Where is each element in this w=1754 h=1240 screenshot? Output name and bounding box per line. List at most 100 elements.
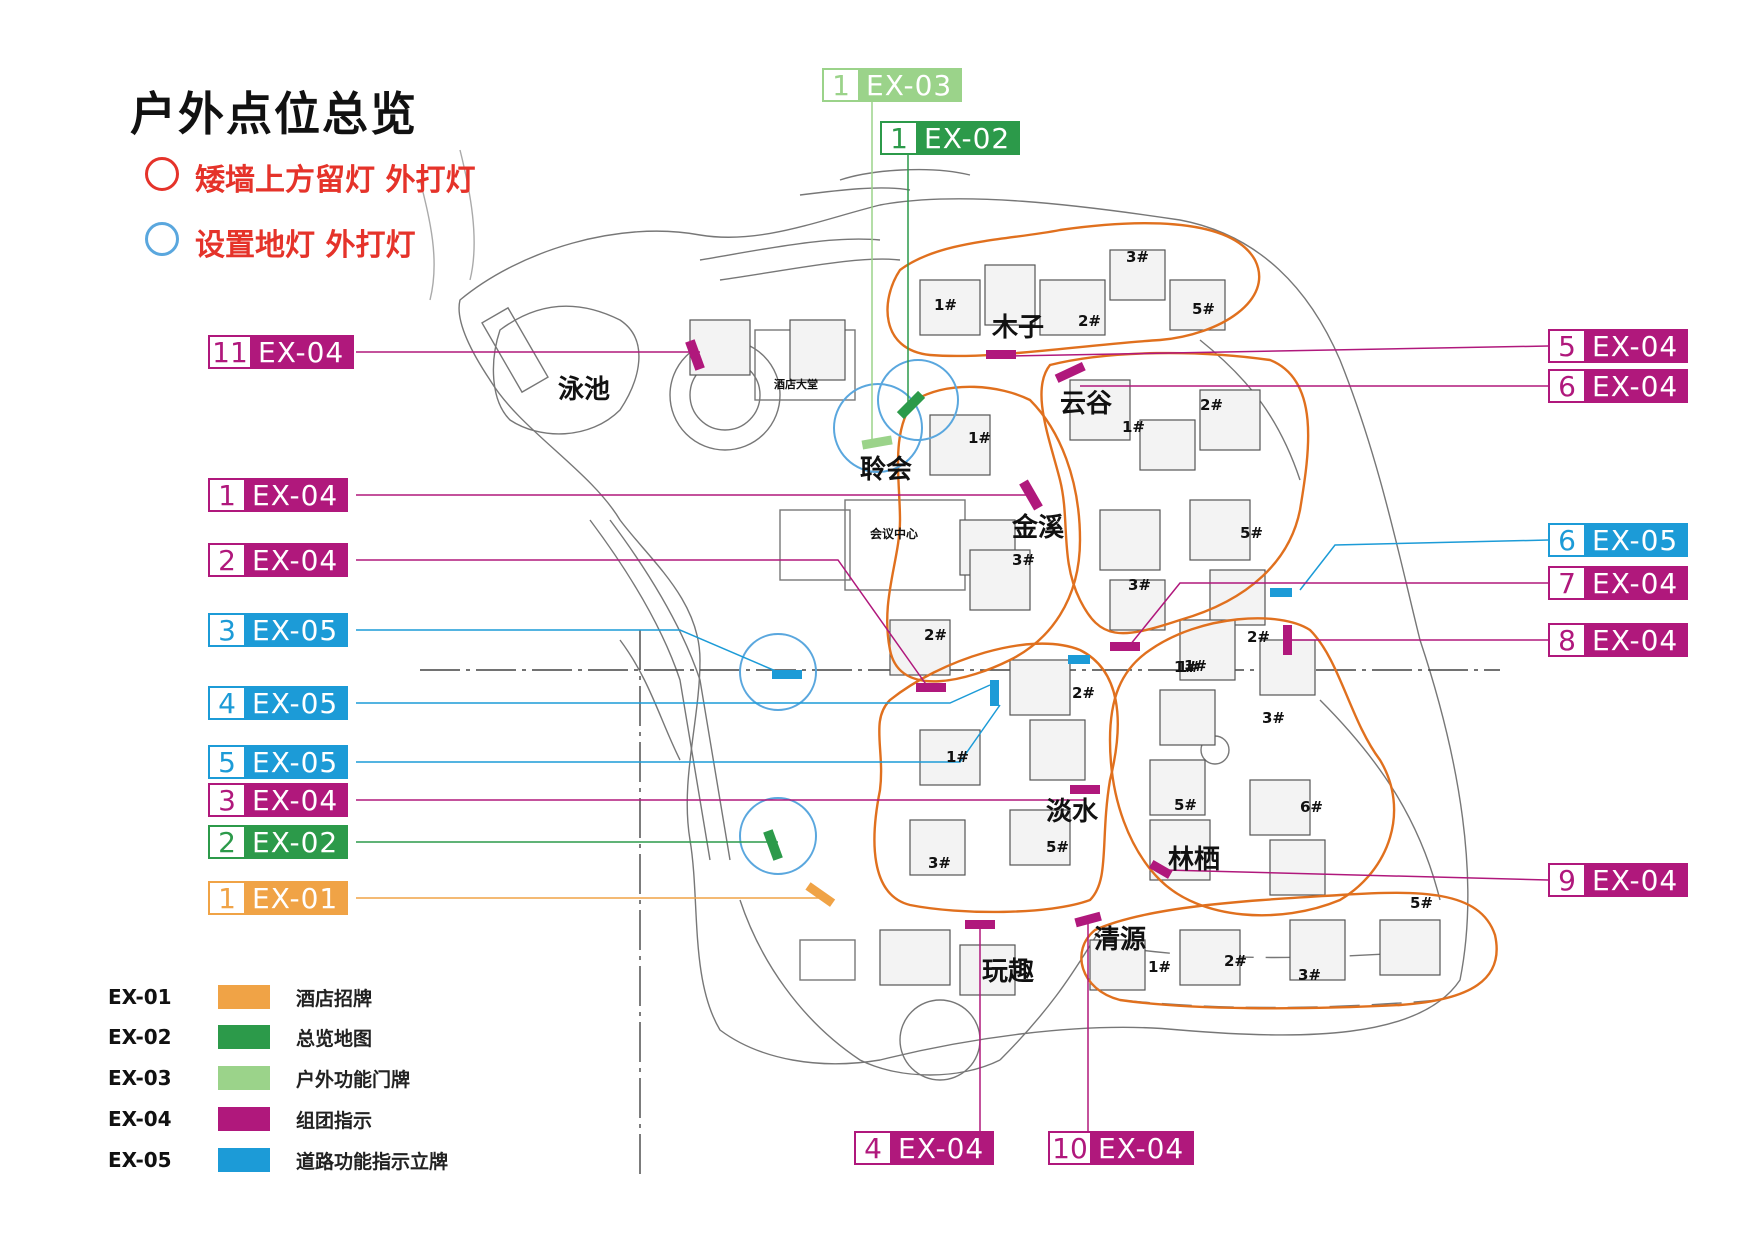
cluster-outlines <box>873 222 1498 1010</box>
tag-code: EX-04 <box>244 479 347 512</box>
ex02-marker <box>763 829 783 861</box>
ex04-marker <box>1054 362 1086 383</box>
building-number: 1# <box>934 296 957 314</box>
legend-swatch <box>218 1066 270 1090</box>
building-number: 1# <box>1184 657 1207 675</box>
ex04-marker <box>1074 911 1102 928</box>
callout-tag-ex04-11: 11 EX-04 <box>208 335 355 369</box>
zone-label: 玩趣 <box>982 957 1034 987</box>
building-number: 5# <box>1174 796 1197 814</box>
building-number: 2# <box>1072 684 1095 702</box>
tag-code: EX-04 <box>1584 370 1687 403</box>
legend-swatch <box>218 1025 270 1049</box>
tag-number: 2 <box>210 826 244 859</box>
callout-tag-ex05-6: 6 EX-05 <box>1548 523 1689 557</box>
tag-code: EX-04 <box>244 544 347 577</box>
tag-number: 5 <box>1550 330 1584 363</box>
legend-code: EX-04 <box>108 1107 172 1131</box>
tag-number: 3 <box>210 614 244 647</box>
zone-label: 金溪 <box>1011 512 1065 543</box>
tag-number: 1 <box>210 882 244 915</box>
ex05-marker <box>990 680 999 706</box>
callout-tag-ex03-1: 1 EX-03 <box>822 68 963 102</box>
zone-label: 木子 <box>991 313 1044 343</box>
tag-code: EX-05 <box>1584 524 1687 557</box>
legend-code: EX-01 <box>108 985 172 1009</box>
callout-tag-ex02-1: 1 EX-02 <box>880 121 1021 155</box>
legend-label: 组团指示 <box>296 1109 373 1132</box>
zone-label: 会议中心 <box>870 526 918 541</box>
building-number: 5# <box>1192 300 1215 318</box>
legend-label: 道路功能指示立牌 <box>296 1150 449 1173</box>
tag-number: 2 <box>210 544 244 577</box>
building-number-labels: 1# 2# 3# 5# 1# 1# 2# 5# 1# 3# 2# 2# 1# 3… <box>924 248 1433 984</box>
building-number: 3# <box>928 854 951 872</box>
tag-code: EX-05 <box>244 746 347 779</box>
zone-label: 泳池 <box>558 375 610 405</box>
tag-code: EX-04 <box>1584 567 1687 600</box>
ex04-marker <box>1148 860 1173 879</box>
ex03-marker <box>861 435 893 450</box>
zone-label: 聆会 <box>860 455 912 485</box>
tag-code: EX-04 <box>1090 1132 1193 1165</box>
tag-number: 1 <box>824 69 858 102</box>
building-number: 5# <box>1046 838 1069 856</box>
legend-item-ex01: EX-01 酒店招牌 <box>108 982 372 1012</box>
ground-light-circle <box>739 797 817 875</box>
ground-light-circle <box>877 359 959 441</box>
callout-tag-ex04-9: 9 EX-04 <box>1548 863 1689 897</box>
tag-code: EX-04 <box>1584 864 1687 897</box>
ex04-marker <box>1110 642 1140 651</box>
building-number: 1# <box>1174 658 1197 676</box>
hint-text: 设置地灯 外打灯 <box>195 228 416 263</box>
callout-tag-ex04-8: 8 EX-04 <box>1548 623 1689 657</box>
hint-text: 矮墙上方留灯 外打灯 <box>195 163 476 198</box>
leader-lines <box>356 94 1549 1148</box>
callout-tag-ex05-4: 4 EX-05 <box>208 686 349 720</box>
building-number: 1# <box>1122 418 1145 436</box>
tag-number: 3 <box>210 784 244 817</box>
building-number: 6# <box>1300 798 1323 816</box>
tag-number: 4 <box>210 687 244 720</box>
building-number: 1# <box>968 429 991 447</box>
callout-tag-ex02-2: 2 EX-02 <box>208 825 349 859</box>
red-circle-icon <box>145 157 179 191</box>
tag-number: 6 <box>1550 524 1584 557</box>
building-number: 2# <box>1224 952 1247 970</box>
callout-tag-ex01-1: 1 EX-01 <box>208 881 349 915</box>
legend-code: EX-02 <box>108 1025 172 1049</box>
callout-tag-ex04-3: 3 EX-04 <box>208 783 349 817</box>
legend-item-ex03: EX-03 户外功能门牌 <box>108 1063 410 1093</box>
tag-number: 1 <box>882 122 916 155</box>
tag-code: EX-02 <box>916 122 1019 155</box>
tag-code: EX-04 <box>250 336 353 369</box>
tag-code: EX-04 <box>1584 624 1687 657</box>
callout-tag-ex05-3: 3 EX-05 <box>208 613 349 647</box>
building-number: 1# <box>946 748 969 766</box>
tag-code: EX-04 <box>244 784 347 817</box>
legend-swatch <box>218 1107 270 1131</box>
callout-tag-ex04-5: 5 EX-04 <box>1548 329 1689 363</box>
building-number: 5# <box>1240 524 1263 542</box>
legend-item-ex05: EX-05 道路功能指示立牌 <box>108 1145 448 1175</box>
legend-swatch <box>218 1148 270 1172</box>
ground-light-circle <box>739 633 817 711</box>
ex05-marker <box>1068 655 1090 664</box>
ex05-marker <box>1270 588 1292 597</box>
legend-item-ex02: EX-02 总览地图 <box>108 1022 372 1052</box>
ex05-marker <box>772 670 802 679</box>
ex02-marker <box>896 390 926 420</box>
zone-label: 淡水 <box>1046 797 1099 827</box>
building-number: 2# <box>1078 312 1101 330</box>
ex04-marker <box>1283 625 1292 655</box>
callout-tag-ex04-10: 10 EX-04 <box>1048 1131 1195 1165</box>
building-number: 3# <box>1126 248 1149 266</box>
ex04-marker <box>986 350 1016 359</box>
tag-code: EX-05 <box>244 614 347 647</box>
ex04-marker <box>1070 785 1100 794</box>
building-number: 3# <box>1012 551 1035 569</box>
page-title: 户外点位总览 <box>130 87 418 141</box>
ex04-marker <box>1019 479 1043 511</box>
ex01-marker <box>805 882 836 907</box>
